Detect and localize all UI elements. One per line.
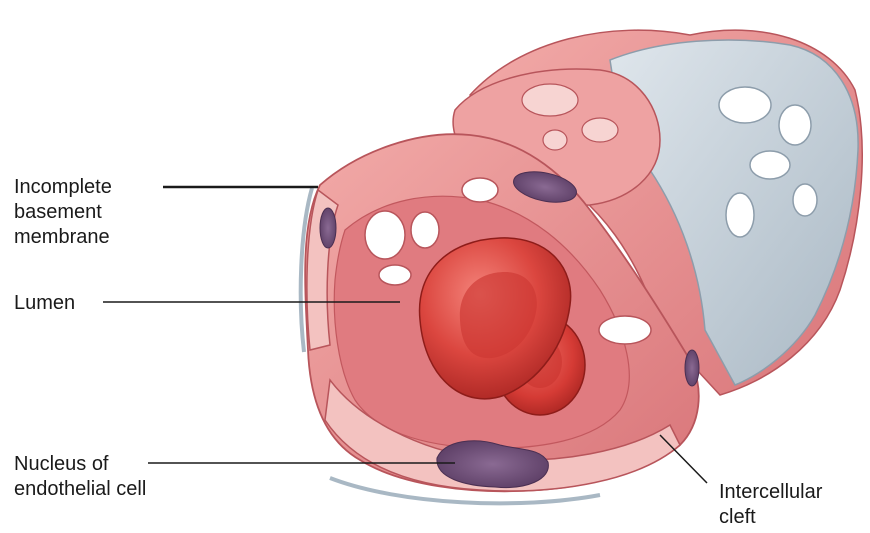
label-lumen: Lumen: [14, 291, 75, 316]
label-intercellular-cleft: Intercellular cleft: [719, 480, 822, 530]
capillary-wall: [301, 30, 862, 503]
label-nucleus-of-endothelial-cell: Nucleus of endothelial cell: [14, 452, 146, 502]
label-incomplete-basement-membrane: Incomplete basement membrane: [14, 175, 112, 250]
